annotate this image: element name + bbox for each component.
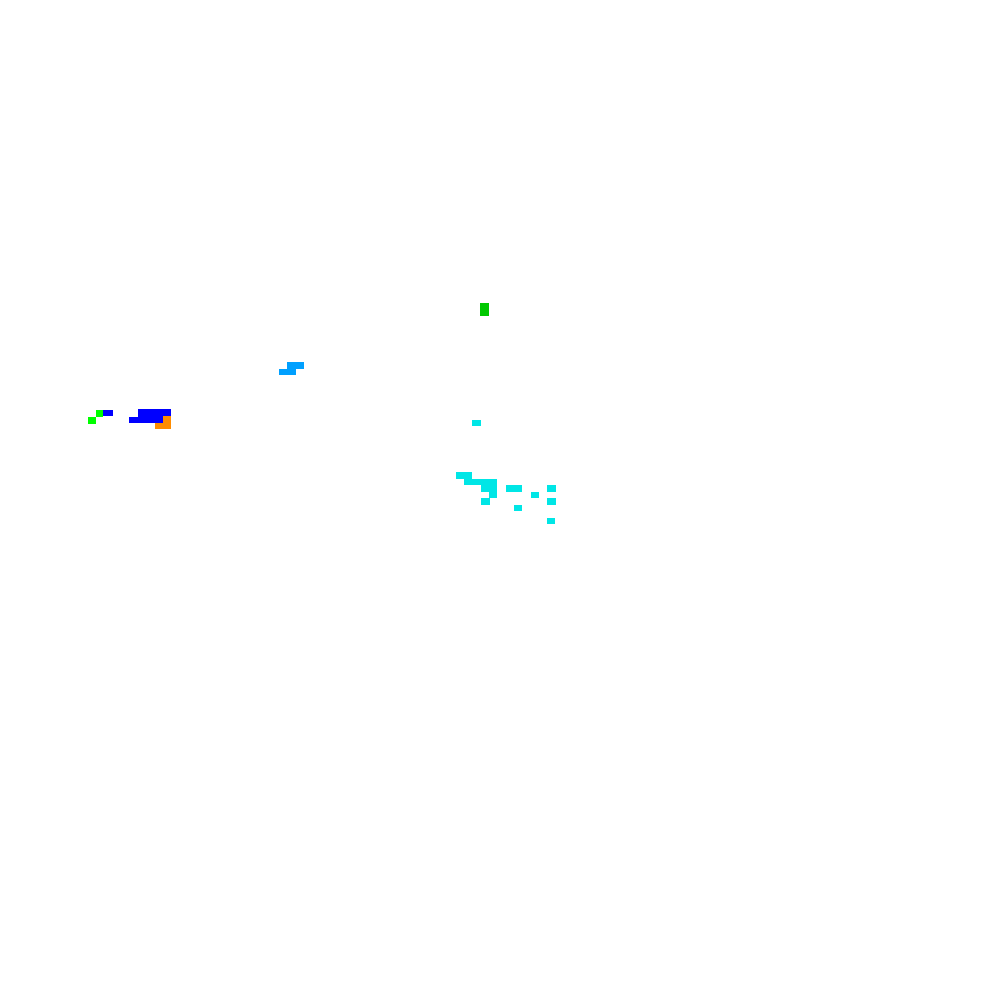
cyan-block — [481, 498, 490, 505]
orange-block — [155, 423, 171, 429]
blue-block — [129, 417, 163, 423]
sky-blue-block — [287, 362, 304, 369]
cyan-block — [514, 505, 522, 511]
cyan-block — [547, 485, 556, 492]
lime-block — [96, 410, 103, 417]
cyan-block — [464, 479, 497, 485]
cyan-block — [547, 498, 556, 505]
cyan-block — [547, 518, 555, 524]
lime-block — [88, 417, 96, 424]
cyan-block — [456, 472, 472, 479]
cyan-block — [481, 485, 497, 492]
cyan-block — [489, 492, 497, 498]
cyan-block — [531, 492, 539, 498]
cyan-block — [506, 485, 522, 492]
green-block — [480, 303, 489, 316]
blue-block — [138, 409, 171, 417]
blue-block — [103, 410, 113, 416]
orange-block — [163, 416, 171, 423]
cyan-block — [472, 420, 481, 426]
sky-blue-block — [279, 369, 296, 375]
